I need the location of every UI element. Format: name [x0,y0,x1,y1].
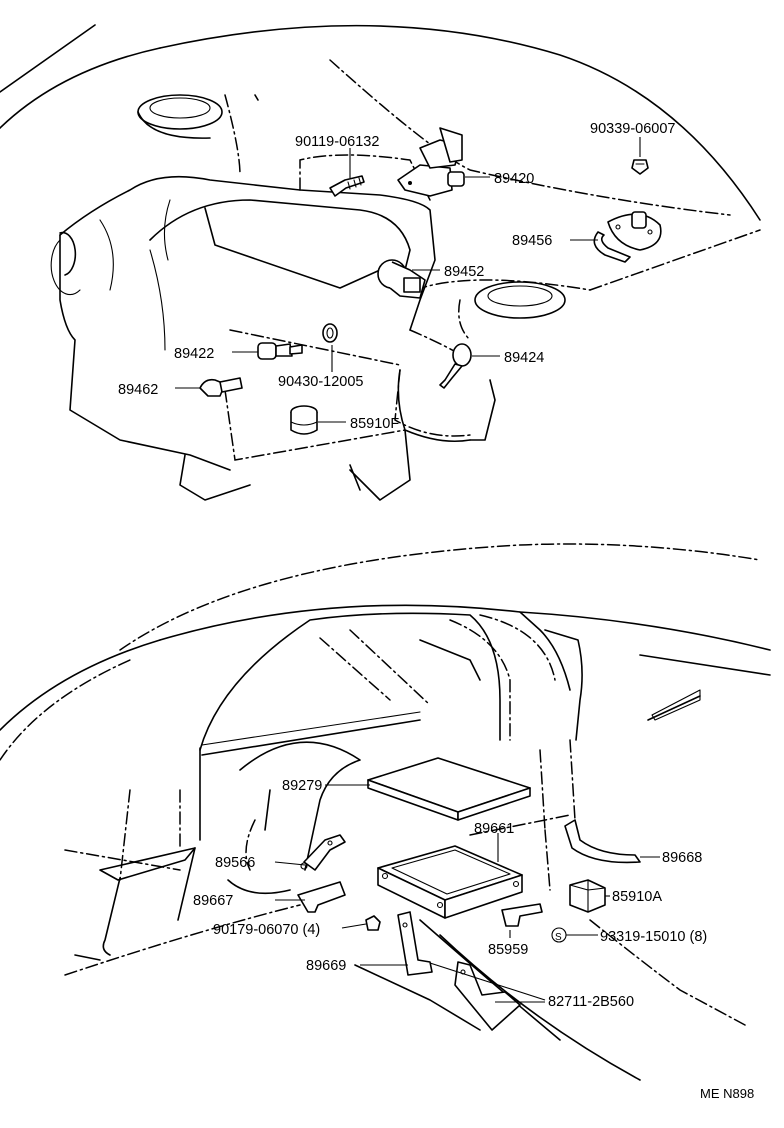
bolt-90119 [329,175,365,197]
sensor-89420 [397,127,465,197]
label-90119-06132: 90119-06132 [295,134,379,150]
sensor-89462 [199,377,243,397]
bracket-85959 [501,903,543,927]
label-85910A: 85910A [612,889,662,905]
label-89668: 89668 [662,850,702,866]
sensor-89452 [377,259,426,299]
label-85959: 85959 [488,942,528,958]
dashboard-illustration [0,543,771,1081]
footer-code: ME N898 [700,1086,754,1101]
sensor-89422 [257,342,303,360]
label-89422: 89422 [174,346,214,362]
label-89424: 89424 [504,350,544,366]
bracket-89669 [397,911,433,976]
sensor-89424 [439,343,472,389]
label-89452: 89452 [444,264,484,280]
label-93319-15010: 93319-15010 (8) [600,929,707,945]
bolt-90339 [631,159,649,175]
bracket-89668 [564,819,641,864]
label-82711-2B560: 82711-2B560 [548,994,634,1010]
cover-89279 [367,757,531,821]
label-89456: 89456 [512,233,552,249]
relay-85910A [569,879,606,913]
label-89279: 89279 [282,778,322,794]
gasket-90430 [322,323,338,343]
label-s-mark: S [555,932,562,943]
nut-90179 [365,915,381,931]
label-89669: 89669 [306,958,346,974]
switch-85910F [290,405,318,435]
label-89566: 89566 [215,855,255,871]
label-89420: 89420 [494,171,534,187]
label-90430-12005: 90430-12005 [278,374,363,390]
bracket-89566 [300,834,346,871]
engine-compartment-illustration [0,24,761,501]
label-89661: 89661 [474,821,514,837]
sensor-89456 [593,211,662,263]
bracket-89667 [297,881,346,913]
dashboard-leader-lines [274,784,660,1003]
label-90339-06007: 90339-06007 [590,121,675,137]
label-85910F: 85910F [350,416,399,432]
bracket-82711 [454,961,521,1031]
label-89667: 89667 [193,893,233,909]
label-89462: 89462 [118,382,158,398]
ecu-89661 [377,845,523,919]
engine-leader-lines [175,137,641,423]
label-90179-06070: 90179-06070 (4) [213,922,320,938]
